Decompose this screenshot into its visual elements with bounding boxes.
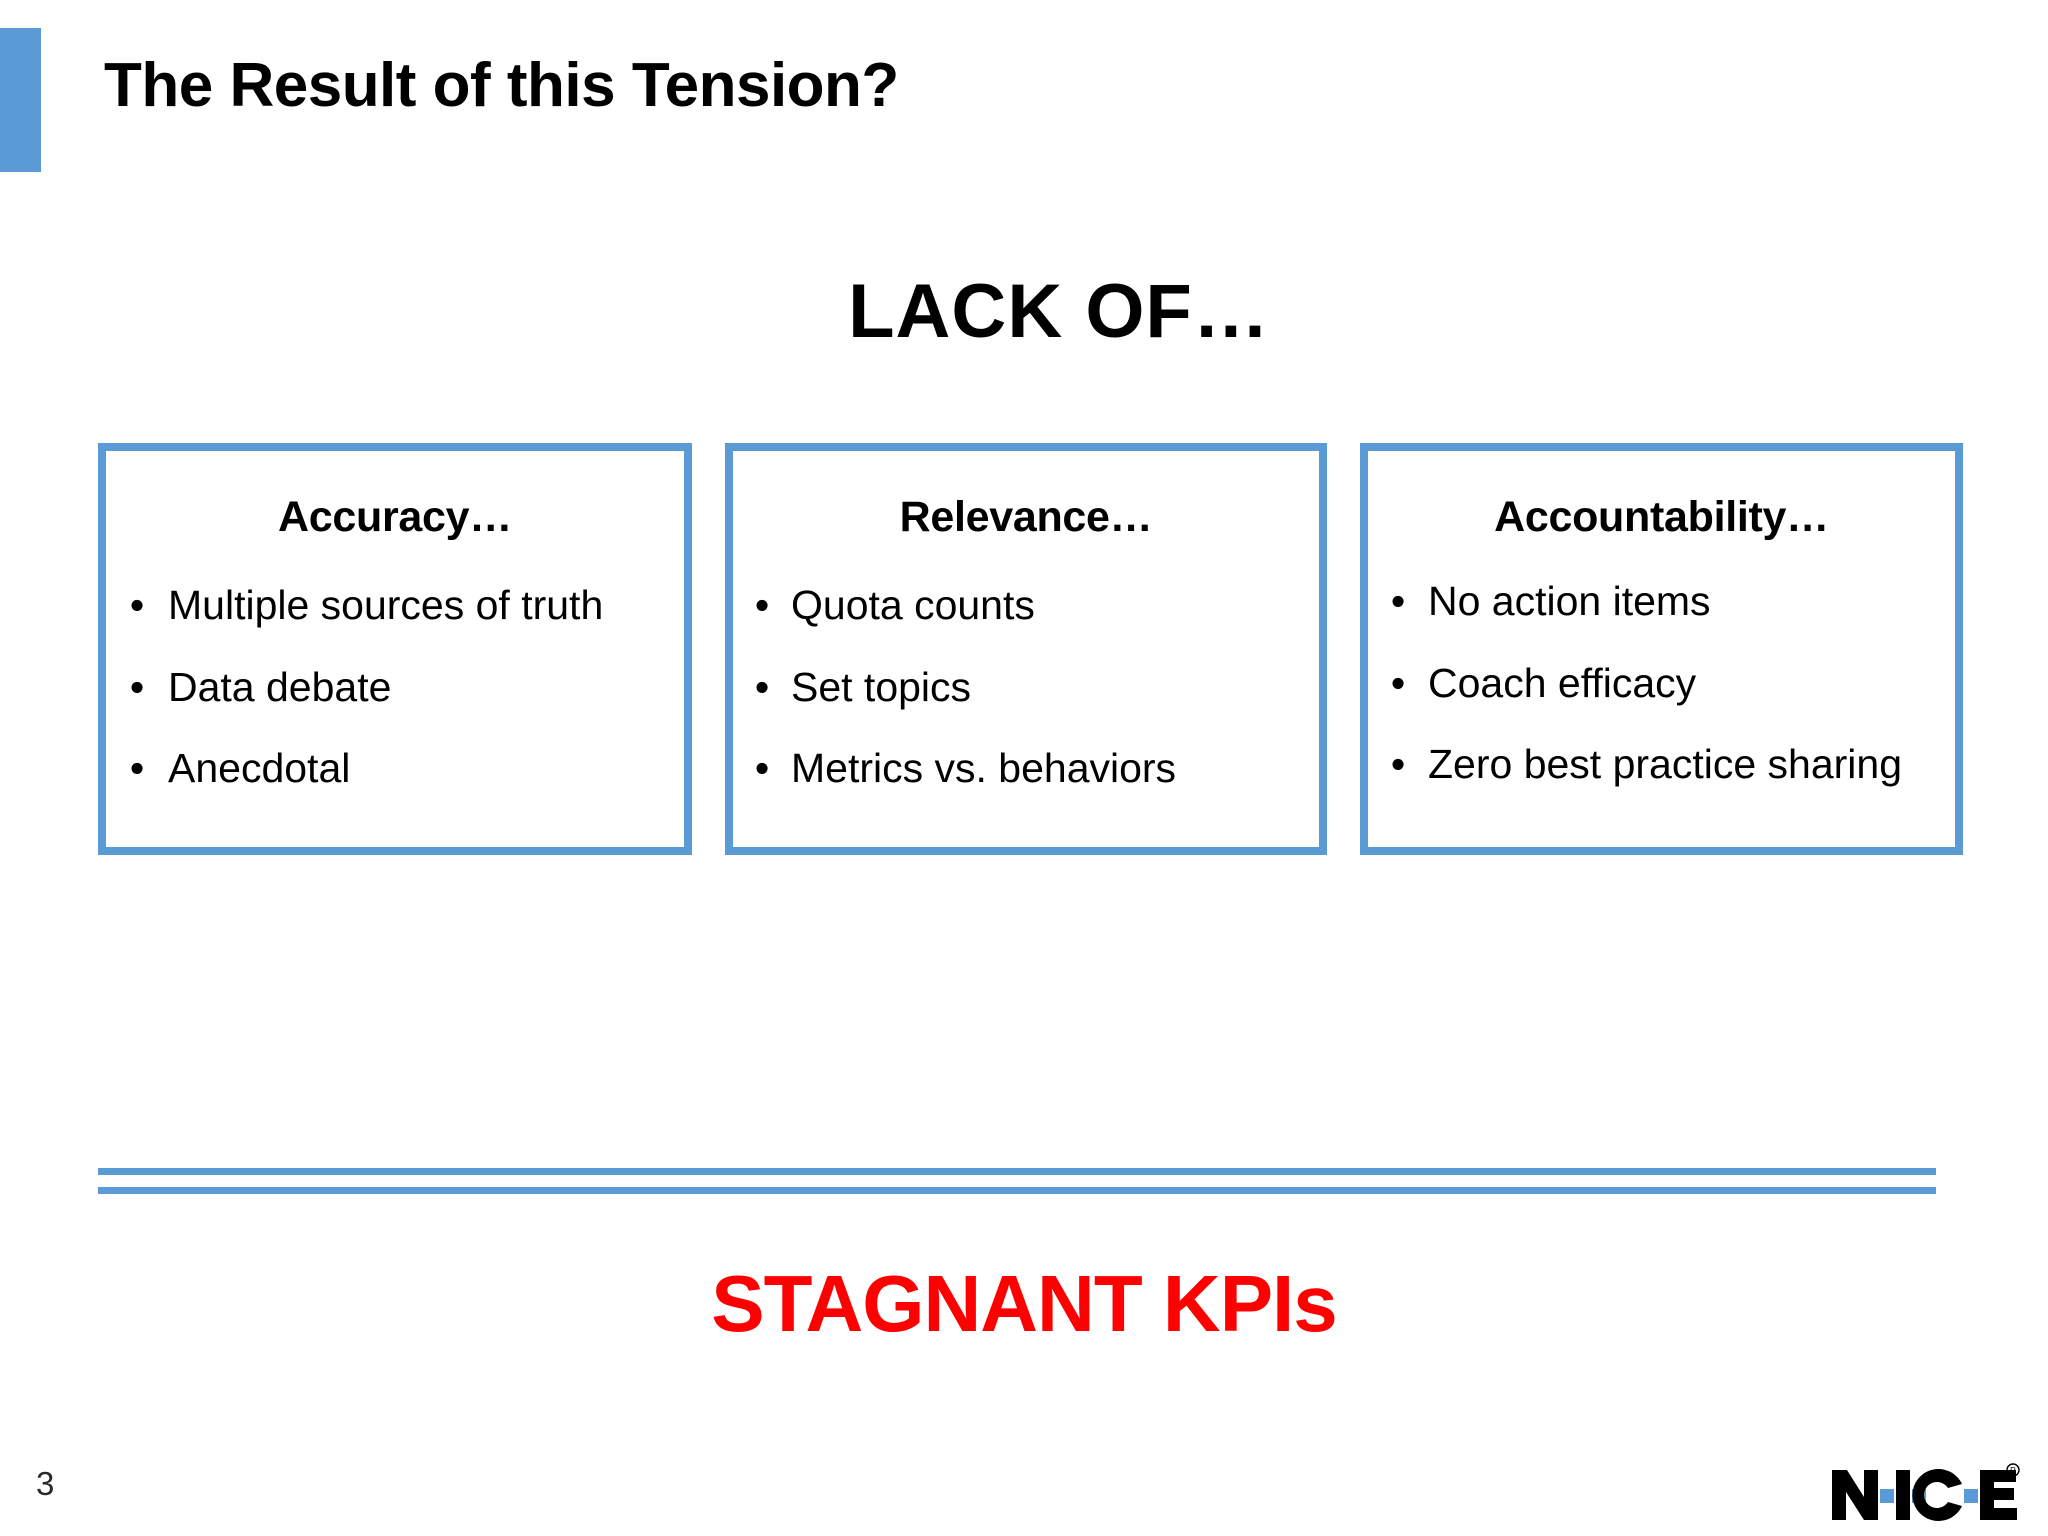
box-heading-relevance: Relevance…: [899, 493, 1153, 541]
bullet-dot-icon: •: [129, 582, 145, 628]
divider-line-top: [98, 1168, 1936, 1175]
bullet-text: Anecdotal: [168, 745, 351, 792]
list-item: • Zero best practice sharing: [1368, 741, 1955, 789]
title-accent-bar: [0, 28, 41, 172]
concept-box-accuracy: Accuracy… • Multiple sources of truth • …: [98, 443, 692, 855]
bullet-text: No action items: [1428, 578, 1711, 624]
section-heading: LACK OF…: [848, 269, 1270, 354]
concept-boxes-row: Accuracy… • Multiple sources of truth • …: [98, 443, 1963, 855]
box-heading-accountability: Accountability…: [1494, 493, 1829, 541]
box-heading-accuracy: Accuracy…: [278, 493, 512, 541]
list-item: • Coach efficacy: [1368, 660, 1955, 708]
bullet-text: Zero best practice sharing: [1428, 741, 1903, 788]
list-item: • Anecdotal: [106, 745, 684, 793]
list-item: • Set topics: [733, 664, 1319, 712]
bullet-text: Coach efficacy: [1428, 659, 1697, 706]
bullet-dot-icon: •: [1390, 659, 1406, 706]
svg-text:R: R: [2010, 1466, 2016, 1475]
bullet-list-accuracy: • Multiple sources of truth • Data debat…: [106, 582, 684, 793]
list-item: • Data debate: [106, 664, 684, 712]
bullet-dot-icon: •: [754, 582, 770, 628]
bullet-text: Metrics vs. behaviors: [791, 745, 1177, 792]
bullet-dot-icon: •: [1390, 741, 1406, 788]
page-number: 3: [36, 1465, 55, 1502]
divider-line-bottom: [98, 1187, 1936, 1194]
list-item: • Metrics vs. behaviors: [733, 745, 1319, 793]
bullet-dot-icon: •: [129, 745, 145, 792]
nice-logo-mark: R: [1832, 1463, 2020, 1521]
list-item: • No action items: [1368, 578, 1955, 626]
page-title: The Result of this Tension?: [104, 51, 899, 120]
bullet-list-relevance: • Quota counts • Set topics • Metrics vs…: [733, 582, 1319, 793]
divider-double-rule: [98, 1168, 1936, 1194]
list-item: • Quota counts: [733, 582, 1319, 630]
concept-box-relevance: Relevance… • Quota counts • Set topics •…: [725, 443, 1327, 855]
list-item: • Multiple sources of truth: [106, 582, 684, 630]
concept-box-accountability: Accountability… • No action items • Coac…: [1360, 443, 1963, 855]
callout-text: STAGNANT KPIs: [711, 1259, 1338, 1348]
bullet-list-accountability: • No action items • Coach efficacy • Zer…: [1368, 578, 1955, 789]
bullet-text: Multiple sources of truth: [168, 582, 604, 628]
bullet-text: Quota counts: [791, 582, 1035, 628]
bullet-text: Set topics: [791, 663, 972, 710]
bullet-dot-icon: •: [129, 663, 145, 710]
nice-logo: R: [1830, 1462, 2020, 1524]
bullet-dot-icon: •: [754, 745, 770, 792]
divider-gap: [98, 1175, 1936, 1187]
bullet-text: Data debate: [168, 663, 392, 710]
bullet-dot-icon: •: [754, 663, 770, 710]
bullet-dot-icon: •: [1390, 578, 1406, 624]
